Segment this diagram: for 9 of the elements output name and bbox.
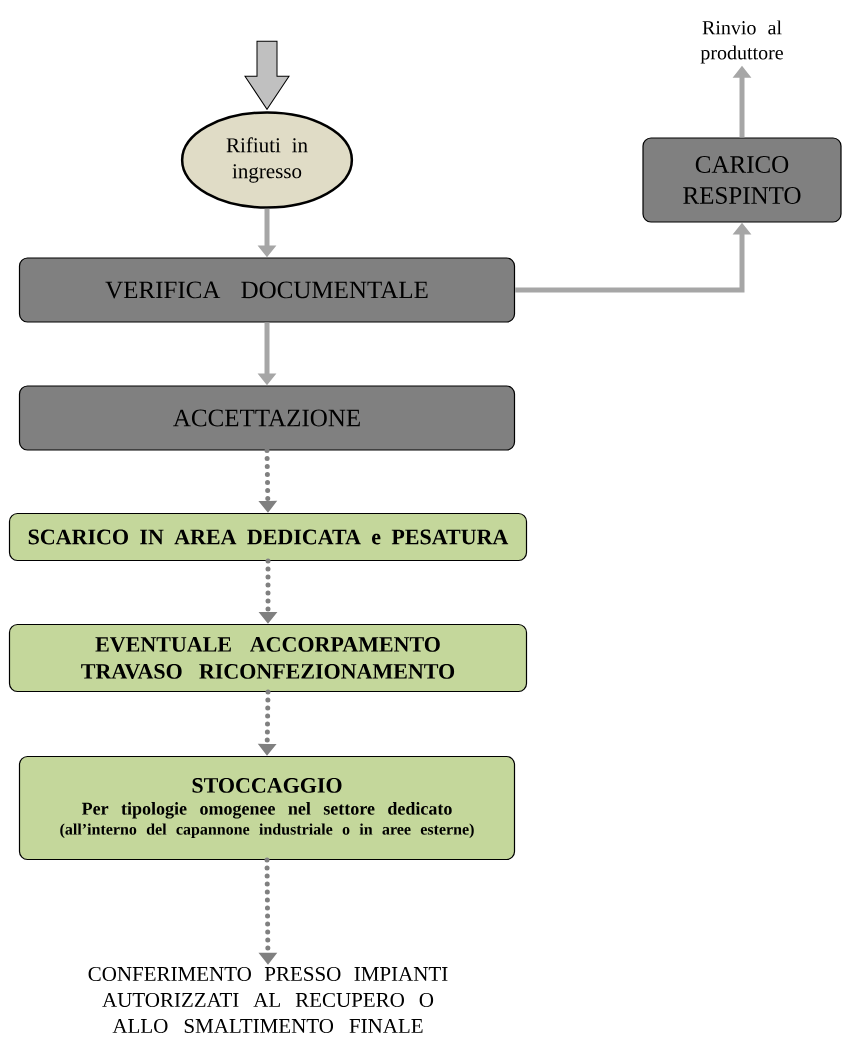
process-box: ACCETTAZIONE (18, 385, 516, 451)
end-text: Rinvio al produttore (700, 20, 783, 64)
process-box: VERIFICA DOCUMENTALE (18, 257, 516, 323)
process-box: STOCCAGGIO Per tipologie omogenee nel settore dedicato (all’interno del capannone industriale o in aree esterne) (18, 755, 516, 861)
end-text: CONFERIMENTO PRESSO IMPIANTI AUTORIZZATI AL RECUPERO O ALLO SMALTIMENTO FINALE (88, 966, 448, 1034)
process-box: SCARICO IN AREA DEDICATA e PESATURA (8, 512, 528, 562)
process-box: CARICO RESPINTO (642, 137, 842, 223)
process-box: EVENTUALE ACCORPAMENTO TRAVASO RICONFEZIONAMENTO (8, 623, 528, 693)
block-arrow (244, 40, 290, 110)
